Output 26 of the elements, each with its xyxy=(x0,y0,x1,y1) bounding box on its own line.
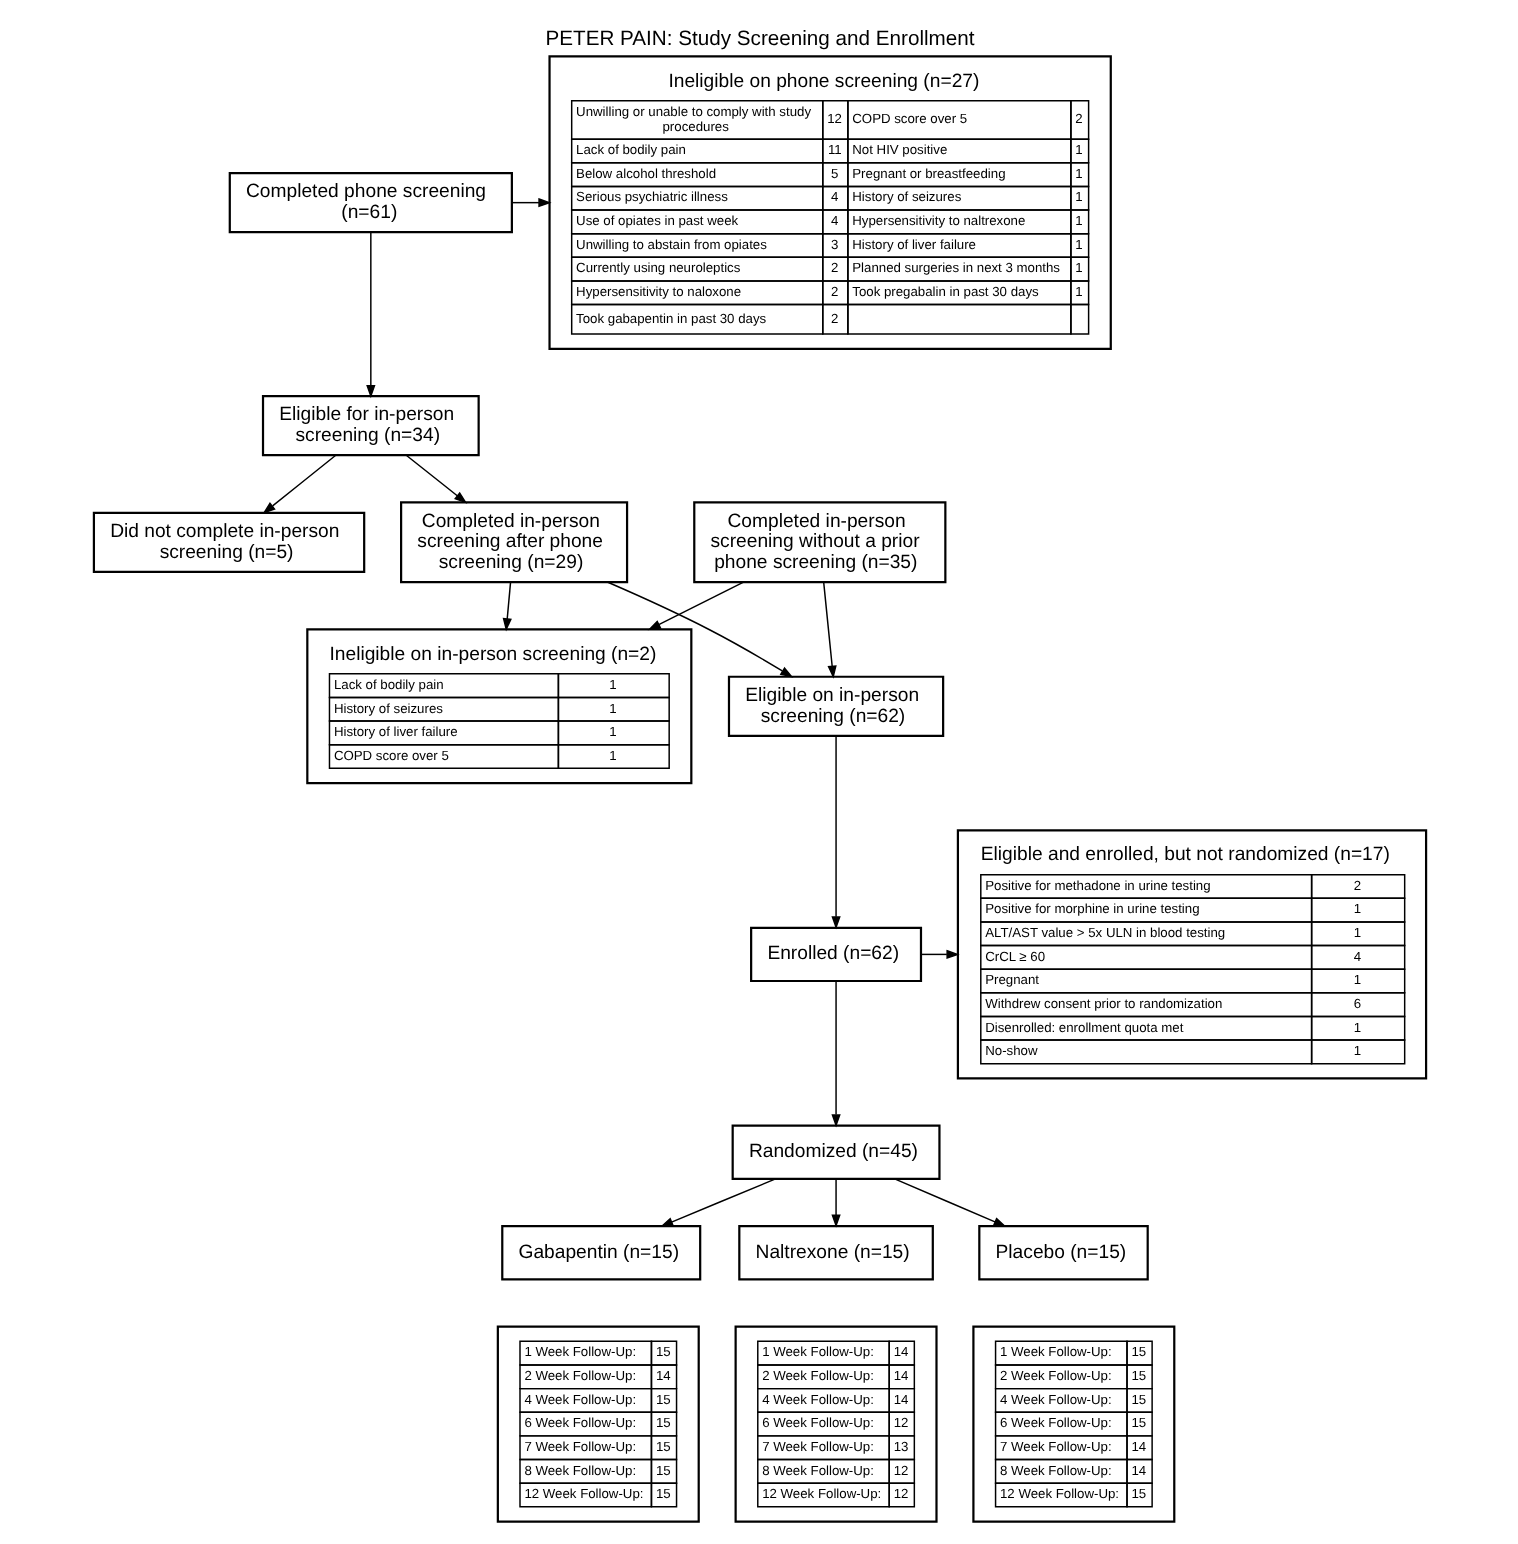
arrow xyxy=(510,198,551,208)
arrow xyxy=(821,581,836,679)
node-box: Gabapentin (n=15) xyxy=(500,1225,701,1281)
arrow xyxy=(261,454,336,515)
arrow xyxy=(404,454,467,504)
arrow xyxy=(893,1178,1006,1227)
arrow xyxy=(606,581,793,678)
node-box: Completed in-person screening without a prior phone screening (n=35) xyxy=(692,501,946,584)
node-box: Naltrexone (n=15) xyxy=(737,1225,933,1281)
node-box: Did not complete in-person screening (n=5) xyxy=(91,511,365,573)
arrow xyxy=(919,949,959,960)
arrow xyxy=(646,581,743,631)
arrow xyxy=(830,980,840,1128)
node-box: Placebo (n=15) xyxy=(977,1225,1148,1281)
node-box: Eligible for in-person screening (n=34) xyxy=(260,395,479,457)
arrow xyxy=(658,1178,775,1227)
node-box: Eligible on in-person screening (n=62) xyxy=(726,675,944,737)
arrow xyxy=(830,735,840,930)
arrow xyxy=(365,231,375,399)
node-box: Randomized (n=45) xyxy=(730,1124,940,1180)
diagram-title: PETER PAIN: Study Screening and Enrollment xyxy=(544,28,974,51)
node-box: Completed in-person screening after phone screening (n=29) xyxy=(399,501,628,584)
node-box: Completed phone screening (n=61) xyxy=(227,172,512,234)
arrow xyxy=(501,581,511,632)
arrow xyxy=(830,1178,840,1228)
node-box: Enrolled (n=62) xyxy=(749,926,922,983)
